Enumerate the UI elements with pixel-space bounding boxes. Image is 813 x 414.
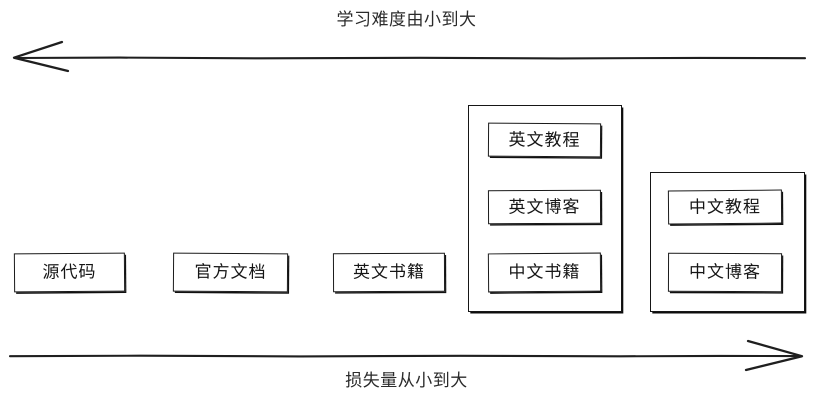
- node-english-books-label: 英文书籍: [352, 262, 426, 282]
- node-english-books[interactable]: 英文书籍: [332, 252, 446, 293]
- node-chinese-tutorial-label: 中文教程: [688, 196, 762, 217]
- node-english-blog[interactable]: 英文博客: [487, 189, 602, 225]
- node-official-docs[interactable]: 官方文档: [172, 252, 289, 293]
- node-english-blog-label: 英文博客: [508, 196, 581, 217]
- bottom-axis-label: 损失量从小到大: [345, 371, 468, 390]
- node-source-code[interactable]: 源代码: [13, 252, 126, 293]
- node-chinese-books-label: 中文书籍: [508, 262, 581, 282]
- node-english-tutorial[interactable]: 英文教程: [487, 122, 602, 158]
- node-official-docs-label: 官方文档: [194, 262, 267, 282]
- loss-amount-arrow-right: [8, 339, 804, 372]
- node-chinese-blog[interactable]: 中文博客: [667, 252, 783, 293]
- top-axis-label: 学习难度由小到大: [336, 10, 477, 29]
- node-english-tutorial-label: 英文教程: [508, 129, 581, 150]
- node-chinese-blog-label: 中文博客: [688, 262, 762, 282]
- node-chinese-tutorial[interactable]: 中文教程: [667, 189, 783, 225]
- node-source-code-label: 源代码: [42, 262, 97, 282]
- node-chinese-books[interactable]: 中文书籍: [487, 252, 602, 293]
- learning-difficulty-arrow-left: [12, 40, 807, 73]
